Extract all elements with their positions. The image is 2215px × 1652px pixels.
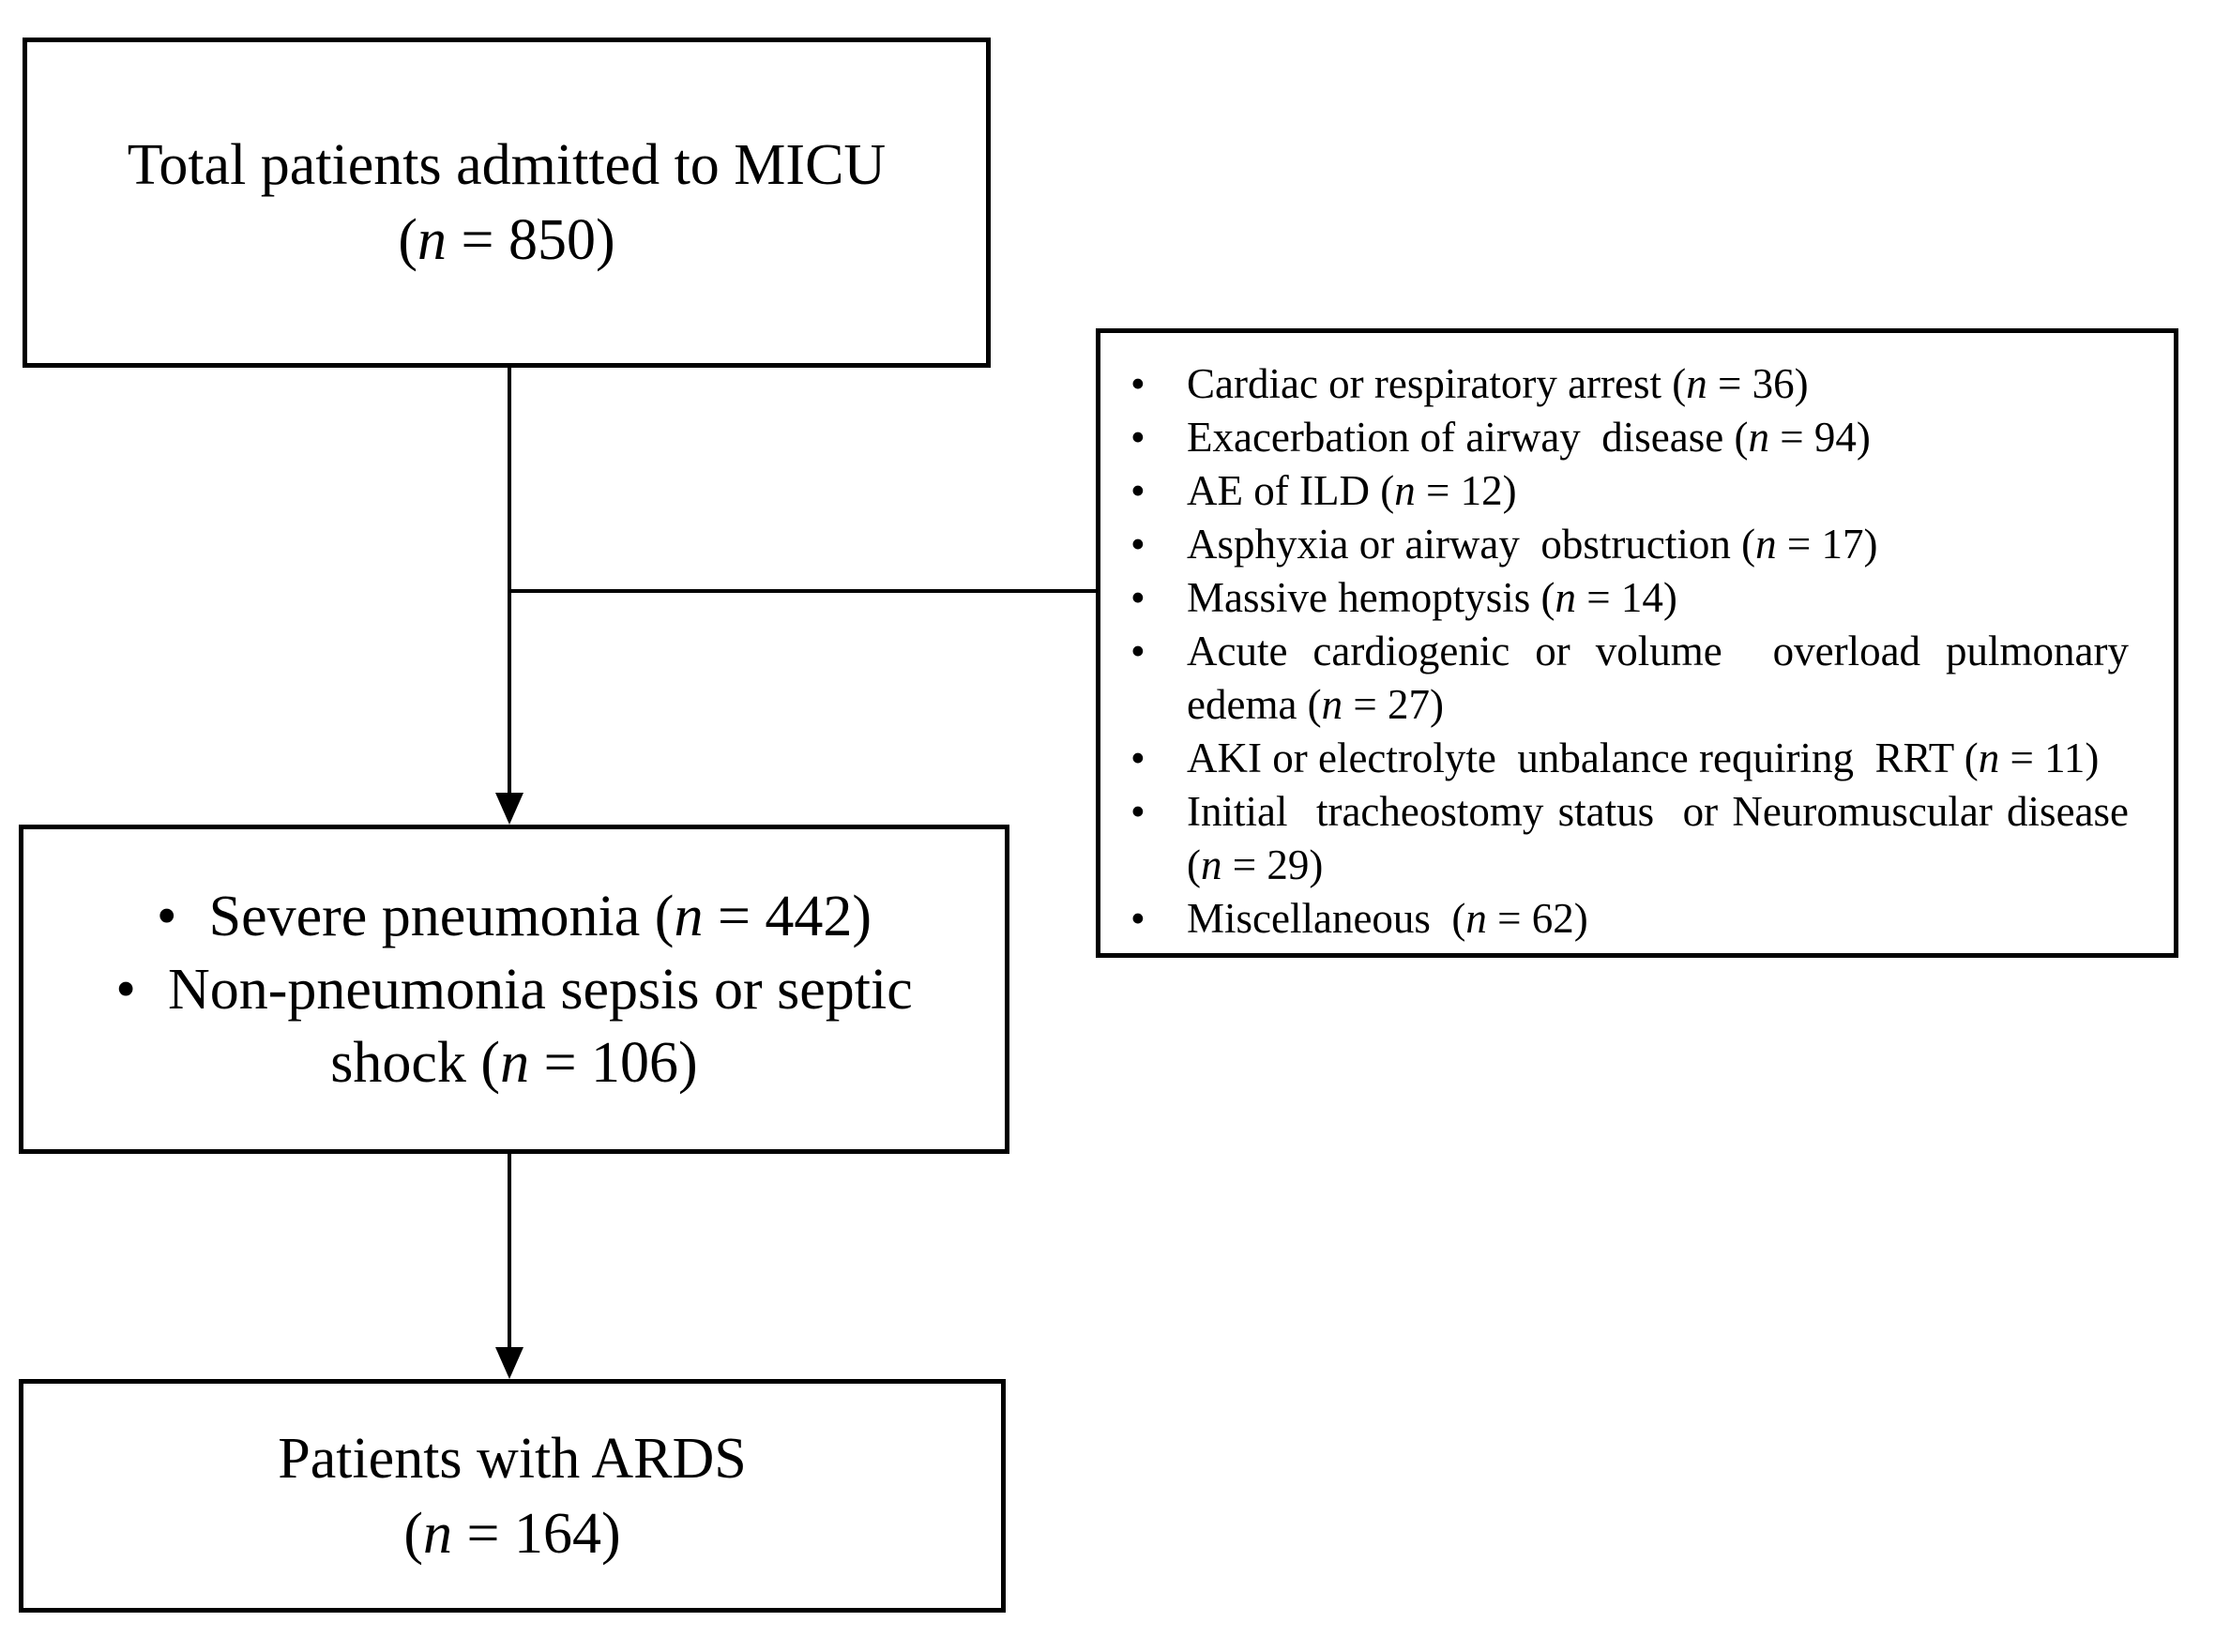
cohort-list-item: Non-pneumonia sepsis or septic shock (n … <box>68 953 960 1099</box>
ards-count: (n = 164) <box>403 1501 621 1566</box>
box-included-cohort: Severe pneumonia (n = 442) Non-pneumonia … <box>19 825 1009 1154</box>
box-exclusions: Cardiac or respiratory arrest (n = 36) Ex… <box>1096 328 2178 958</box>
total-patients-label: Total patients admitted to MICU <box>127 133 887 197</box>
ards-label: Patients with ARDS <box>278 1426 747 1491</box>
arrowhead-down-to-cohort <box>495 793 523 825</box>
total-patients-count: (n = 850) <box>398 208 615 272</box>
exclusion-item-text: Asphyxia or airway obstruction (n = 17) <box>1187 521 1878 568</box>
exclusion-list-item: Exacerbation of airway disease (n = 94) <box>1100 411 2129 464</box>
exclusion-list-item: Massive hemoptysis (n = 14) <box>1100 571 2129 625</box>
exclusion-item-text: Cardiac or respiratory arrest (n = 36) <box>1187 360 1809 407</box>
exclusion-list-item: Initial tracheostomy status or Neuromusc… <box>1100 785 2129 892</box>
exclusion-item-text: Exacerbation of airway disease (n = 94) <box>1187 414 1871 461</box>
exclusion-item-text: AKI or electrolyte unbalance requiring R… <box>1187 735 2100 781</box>
box-ards-patients: Patients with ARDS (n = 164) <box>19 1379 1006 1613</box>
cohort-item-text: Severe pneumonia (n = 442) <box>208 884 872 948</box>
exclusion-item-text: Acute cardiogenic or volume overload pul… <box>1187 628 2140 728</box>
cohort-list: Severe pneumonia (n = 442) Non-pneumonia … <box>23 880 1005 1099</box>
exclusion-list-item: Asphyxia or airway obstruction (n = 17) <box>1100 518 2129 571</box>
cohort-list-item: Severe pneumonia (n = 442) <box>68 880 960 953</box>
exclusion-item-text: Massive hemoptysis (n = 14) <box>1187 574 1677 621</box>
exclusion-list-item: Cardiac or respiratory arrest (n = 36) <box>1100 357 2129 411</box>
exclusion-list: Cardiac or respiratory arrest (n = 36) Ex… <box>1100 357 2129 946</box>
box-total-patients: Total patients admitted to MICU (n = 850… <box>23 38 991 368</box>
connector-top-to-cohort-line <box>508 368 511 794</box>
connector-cohort-to-ards-line <box>508 1154 511 1348</box>
exclusion-list-item: AKI or electrolyte unbalance requiring R… <box>1100 732 2129 785</box>
exclusion-list-item: AE of ILD (n = 12) <box>1100 464 2129 518</box>
exclusion-item-text: AE of ILD (n = 12) <box>1187 467 1517 514</box>
exclusion-item-text: Miscellaneous (n = 62) <box>1187 895 1588 942</box>
exclusion-list-item: Acute cardiogenic or volume overload pul… <box>1100 625 2129 732</box>
connector-branch-to-exclusions-line <box>509 589 1096 593</box>
exclusion-item-text: Initial tracheostomy status or Neuromusc… <box>1187 788 2140 888</box>
arrowhead-down-to-ards <box>495 1347 523 1379</box>
exclusion-list-item: Miscellaneous (n = 62) <box>1100 892 2129 946</box>
cohort-item-text: Non-pneumonia sepsis or septic shock (n … <box>167 957 928 1095</box>
